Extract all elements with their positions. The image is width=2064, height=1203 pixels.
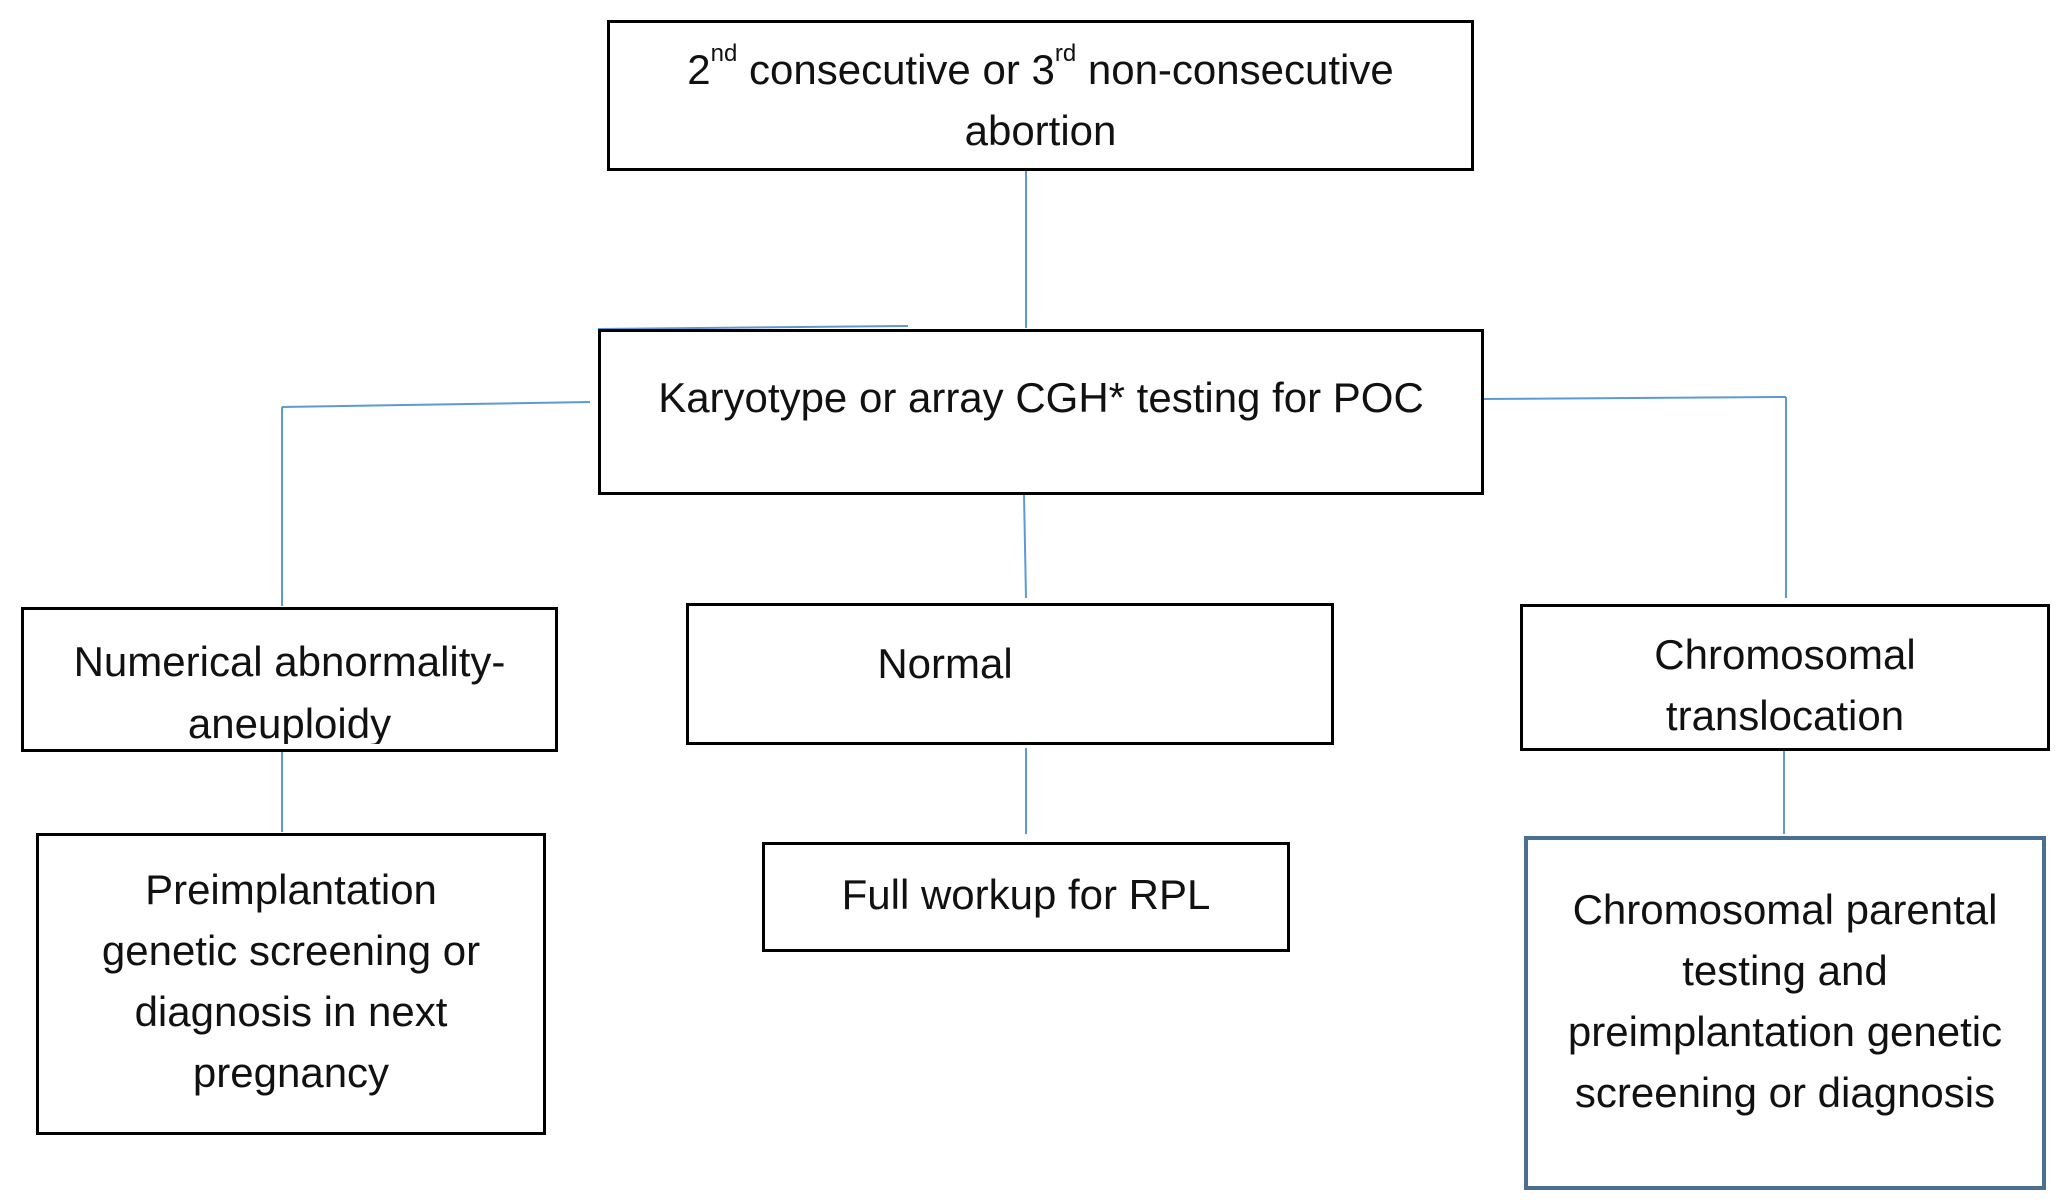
pgs-line4: pregnancy — [192, 1049, 390, 1096]
numerical-abnormality-line2: aneuploidy — [187, 700, 392, 744]
pgs-line2: genetic screening or — [101, 927, 481, 974]
root-node-box: 2nd consecutive or 3rd non-consecutive a… — [607, 20, 1474, 171]
testing-node-box: Karyotype or array CGH* testing for POC — [598, 329, 1484, 495]
pgs-line1: Preimplantation — [145, 866, 437, 913]
parental-testing-line4: screening or diagnosis — [1574, 1069, 1996, 1116]
root-node-line1: 2nd consecutive or 3rd non-consecutive — [687, 40, 1394, 94]
numerical-abnormality-line1: Numerical abnormality- — [73, 638, 506, 685]
root-node-line2: abortion — [964, 107, 1117, 154]
parental-testing-box: Chromosomal parental testing and preimpl… — [1524, 836, 2046, 1190]
translocation-box: Chromosomal translocation — [1520, 604, 2050, 751]
parental-testing-line1: Chromosomal parental — [1572, 886, 1998, 933]
connector-stub-top-left — [597, 325, 909, 330]
numerical-abnormality-box: Numerical abnormality- aneuploidy — [21, 607, 558, 752]
testing-node-label: Karyotype or array CGH* testing for POC — [658, 374, 1424, 421]
normal-result-label: Normal — [877, 640, 1013, 687]
parental-testing-line3: preimplantation genetic — [1567, 1008, 2003, 1055]
connector-left-horizontal — [281, 401, 591, 408]
full-workup-box: Full workup for RPL — [762, 842, 1290, 952]
normal-result-box: Normal — [686, 603, 1334, 745]
connector-testing-to-normal — [1023, 493, 1027, 599]
connector-right-horizontal — [1479, 396, 1787, 400]
pgs-line3: diagnosis in next — [134, 988, 448, 1035]
translocation-line1: Chromosomal — [1654, 631, 1916, 678]
parental-testing-line2: testing and — [1682, 947, 1888, 994]
translocation-line2: translocation — [1665, 692, 1905, 739]
pgs-next-pregnancy-box: Preimplantation genetic screening or dia… — [36, 833, 546, 1135]
full-workup-label: Full workup for RPL — [841, 871, 1211, 918]
